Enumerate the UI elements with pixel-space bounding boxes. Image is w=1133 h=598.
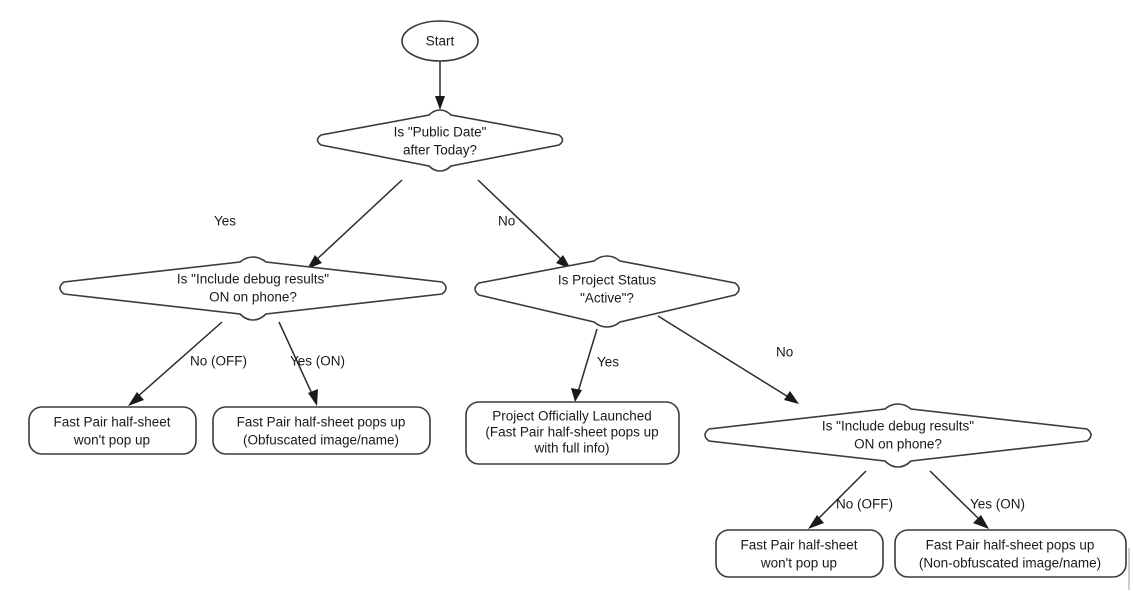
- node-result-left-on-line2: (Obfuscated image/name): [243, 433, 399, 448]
- edge-label-debug-right-yes: Yes (ON): [970, 497, 1025, 512]
- edge-label-public-date-yes: Yes: [214, 214, 236, 229]
- node-result-right-on-line2: (Non-obfuscated image/name): [919, 556, 1101, 571]
- node-start-label: Start: [426, 34, 455, 49]
- node-project-status-decision[interactable]: Is Project Status "Active"?: [474, 255, 740, 328]
- edge-debug-left-no: No (OFF): [128, 321, 247, 406]
- edge-debug-left-yes: Yes (ON): [278, 321, 345, 406]
- node-public-date-line1: Is "Public Date": [394, 125, 487, 140]
- node-debug-right-line1: Is "Include debug results": [822, 419, 974, 434]
- node-result-launched-line1: Project Officially Launched: [492, 409, 652, 424]
- edge-public-date-yes: Yes: [214, 179, 403, 269]
- node-result-right-on-line1: Fast Pair half-sheet pops up: [926, 538, 1095, 553]
- edge-project-status-yes: Yes: [571, 328, 619, 402]
- node-result-right-off[interactable]: Fast Pair half-sheet won't pop up: [715, 529, 884, 578]
- node-start[interactable]: Start: [401, 20, 479, 62]
- edge-label-debug-left-no: No (OFF): [190, 354, 247, 369]
- node-result-left-off-line2: won't pop up: [73, 433, 150, 448]
- edge-start-to-public-date: [435, 61, 445, 110]
- node-debug-right-line2: ON on phone?: [854, 437, 942, 452]
- node-result-launched-line3: with full info): [533, 441, 609, 456]
- node-result-left-on-line1: Fast Pair half-sheet pops up: [237, 415, 406, 430]
- node-result-right-off-line1: Fast Pair half-sheet: [740, 538, 857, 553]
- node-result-right-on[interactable]: Fast Pair half-sheet pops up (Non-obfusc…: [894, 529, 1127, 578]
- node-public-date-decision[interactable]: Is "Public Date" after Today?: [316, 109, 564, 172]
- edge-public-date-no: No: [477, 179, 571, 269]
- node-debug-left-decision[interactable]: Is "Include debug results" ON on phone?: [59, 256, 447, 321]
- node-result-left-on[interactable]: Fast Pair half-sheet pops up (Obfuscated…: [212, 406, 431, 455]
- edge-label-project-status-no: No: [776, 345, 793, 360]
- edge-label-debug-right-no: No (OFF): [836, 497, 893, 512]
- node-debug-left-line1: Is "Include debug results": [177, 272, 329, 287]
- node-result-left-off[interactable]: Fast Pair half-sheet won't pop up: [28, 406, 197, 455]
- edge-debug-right-no: No (OFF): [808, 470, 893, 529]
- edge-label-public-date-no: No: [498, 214, 515, 229]
- edge-debug-right-yes: Yes (ON): [929, 470, 1025, 529]
- node-debug-left-line2: ON on phone?: [209, 290, 297, 305]
- edge-label-project-status-yes: Yes: [597, 355, 619, 370]
- node-debug-right-decision[interactable]: Is "Include debug results" ON on phone?: [704, 403, 1092, 468]
- edge-label-debug-left-yes: Yes (ON): [290, 354, 345, 369]
- node-result-launched[interactable]: Project Officially Launched (Fast Pair h…: [465, 401, 680, 465]
- node-result-left-off-line1: Fast Pair half-sheet: [53, 415, 170, 430]
- node-project-status-line2: "Active"?: [580, 291, 634, 306]
- node-project-status-line1: Is Project Status: [558, 273, 657, 288]
- edge-project-status-no: No: [657, 315, 799, 404]
- node-public-date-line2: after Today?: [403, 143, 477, 158]
- node-result-launched-line2: (Fast Pair half-sheet pops up: [485, 425, 658, 440]
- node-result-right-off-line2: won't pop up: [760, 556, 837, 571]
